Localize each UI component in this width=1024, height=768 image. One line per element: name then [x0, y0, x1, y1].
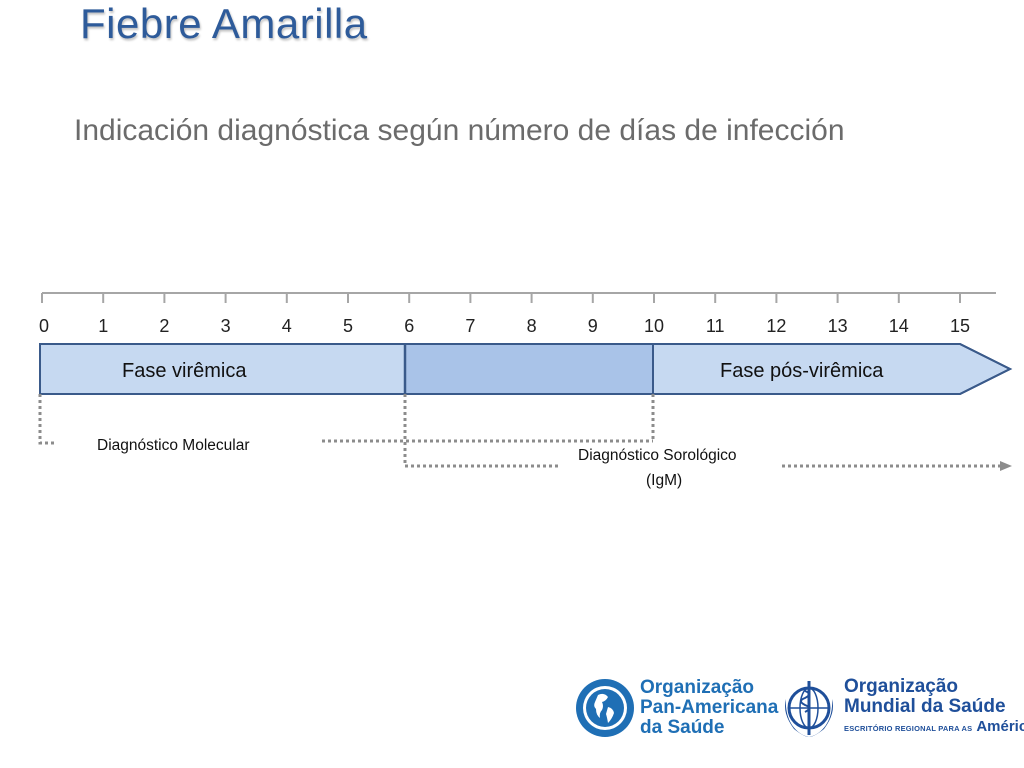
ruler-tick-label-0: 0: [39, 316, 49, 336]
ruler-tick-label-4: 4: [282, 316, 292, 336]
slide-subtitle: Indicación diagnóstica según número de d…: [74, 114, 845, 147]
ruler-tick-label-8: 8: [527, 316, 537, 336]
who-name-line1: Organização: [844, 676, 959, 697]
ruler-tick-label-2: 2: [159, 316, 169, 336]
ruler-tick-label-9: 9: [588, 316, 598, 336]
who-name-line2: Mundial da Saúde: [844, 696, 1006, 717]
serologic-diagnosis-label-line1: Diagnóstico Sorológico: [578, 447, 737, 464]
ruler-tick-label-1: 1: [98, 316, 108, 336]
phase-overlap-segment: [405, 345, 653, 393]
paho-seal-icon: [576, 679, 634, 737]
ruler-tick-marks: [41, 293, 961, 303]
ruler-tick-label-3: 3: [221, 316, 231, 336]
ruler-tick-label-12: 12: [766, 316, 786, 336]
ruler-tick-label-13: 13: [828, 316, 848, 336]
ruler-tick-label-5: 5: [343, 316, 353, 336]
molecular-diagnosis-label: Diagnóstico Molecular: [97, 437, 250, 454]
ruler-tick-label-15: 15: [950, 316, 970, 336]
slide-title: Fiebre Amarilla: [80, 0, 368, 47]
molecular-diagnosis-line: [38, 394, 55, 445]
phase-viremic-label: Fase virêmica: [122, 360, 247, 382]
who-regional-office-label: ESCRITÓRIO REGIONAL PARA AS: [844, 724, 973, 733]
phase-bar-outline: [39, 343, 1013, 395]
serologic-arrowhead: [1000, 461, 1012, 471]
paho-name-line1: Organização: [640, 677, 755, 698]
who-emblem-icon: [785, 681, 833, 737]
paho-logo: Organização Pan-Americana da Saúde: [574, 668, 778, 748]
who-americas-label: Américas: [976, 718, 1024, 735]
who-logo: Organização Mundial da Saúde ESCRITÓRIO …: [778, 668, 1024, 748]
paho-name-line2: Pan-Americana: [640, 697, 779, 718]
serologic-diagnosis-line: [403, 394, 558, 468]
phase-post-viremic-label: Fase pós-virêmica: [720, 360, 884, 382]
ruler-tick-label-7: 7: [465, 316, 475, 336]
paho-name-line3: da Saúde: [640, 717, 725, 738]
serologic-diagnosis-label-line2: (IgM): [646, 472, 682, 489]
ruler-tick-label-14: 14: [889, 316, 909, 336]
ruler-tick-label-6: 6: [404, 316, 414, 336]
ruler-tick-label-11: 11: [706, 316, 725, 336]
ruler-tick-label-10: 10: [644, 316, 664, 336]
